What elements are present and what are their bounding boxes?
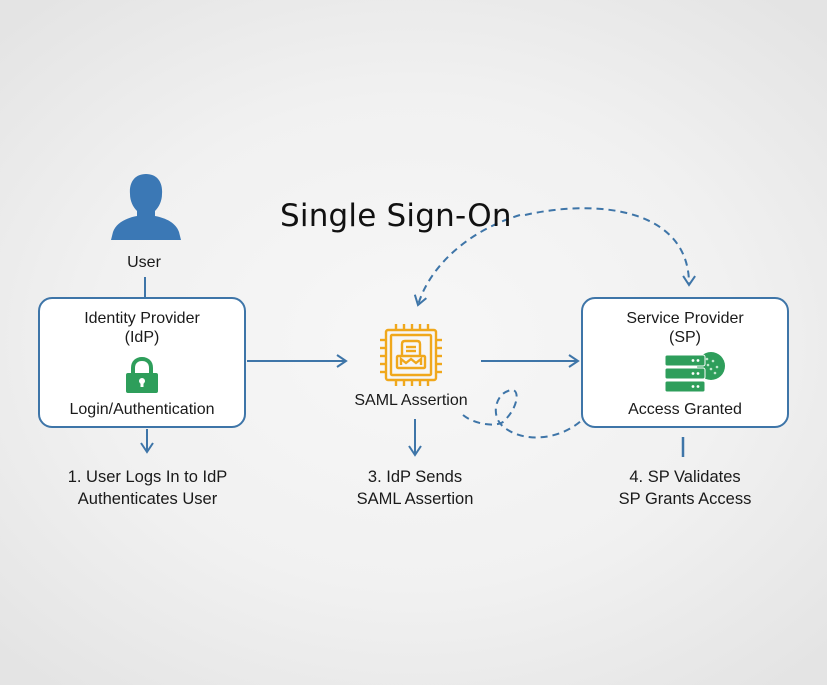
step-1-label: 1. User Logs In to IdP Authenticates Use… <box>40 466 255 510</box>
step-4-line2: SP Grants Access <box>618 490 752 508</box>
sp-subtitle: (SP) <box>669 329 701 346</box>
saml-chip-document-icon <box>380 324 442 386</box>
server-stack-icon <box>664 352 725 393</box>
dashed-edge-title-to-saml <box>413 214 521 307</box>
idp-subtitle: (IdP) <box>124 329 160 346</box>
saml-assertion-label: SAML Assertion <box>354 392 468 409</box>
padlock-icon <box>126 357 158 393</box>
step-3-line2: SAML Assertion <box>356 490 474 508</box>
idp-title: Identity Provider <box>84 310 200 327</box>
step-1-line2: Authenticates User <box>77 490 218 508</box>
step-3-label: 3. IdP Sends SAML Assertion <box>325 466 505 510</box>
user-label: User <box>127 254 161 271</box>
sp-title: Service Provider <box>626 310 744 327</box>
step-4-label: 4. SP Validates SP Grants Access <box>590 466 780 510</box>
dashed-loop-saml-to-sp <box>462 388 583 439</box>
step-3-line1: 3. IdP Sends <box>367 468 463 486</box>
step-1-line1: 1. User Logs In to IdP <box>67 468 228 486</box>
step-4-line1: 4. SP Validates <box>629 468 741 486</box>
user-silhouette-icon <box>111 174 181 240</box>
service-provider-box[interactable]: Service Provider (SP) Access Granted <box>581 297 789 428</box>
diagram-title: Single Sign-On <box>280 198 512 234</box>
identity-provider-box[interactable]: Identity Provider (IdP) Login/Authentica… <box>38 297 246 428</box>
dashed-edge-title-to-sp <box>524 207 696 287</box>
sp-caption: Access Granted <box>628 401 742 418</box>
idp-caption: Login/Authentication <box>69 401 215 418</box>
